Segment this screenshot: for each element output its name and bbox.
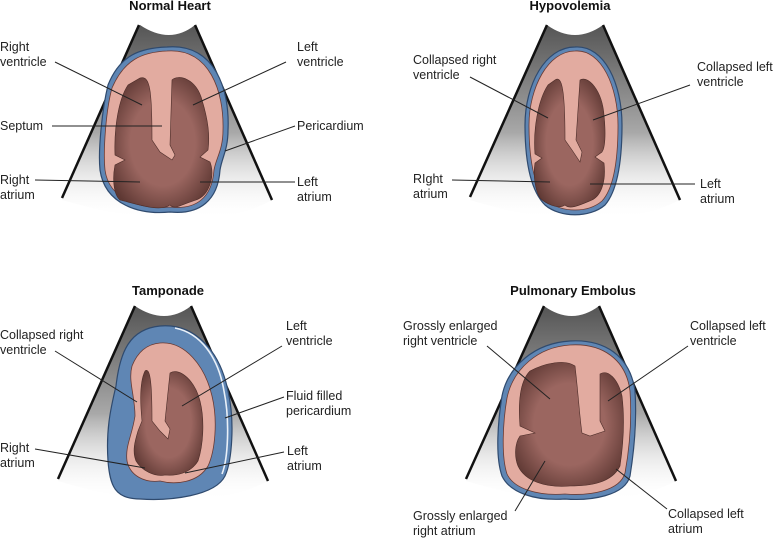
normal-heart-illustration <box>34 24 296 220</box>
beam-edge-right <box>597 305 678 482</box>
panel-title: Normal Heart <box>129 0 211 13</box>
pulmonary-embolus-illustration <box>464 305 689 512</box>
beam-edge-right <box>189 305 270 482</box>
leader-lines <box>451 76 695 185</box>
heart-chambers <box>113 77 213 209</box>
label-grossly-enlarged-right-ventricle: Grossly enlarged right ventricle <box>403 319 498 348</box>
label-right-atrium: Right atrium <box>0 173 35 202</box>
panel-normal-heart: Normal Heart Right ventricle Left ventri… <box>0 0 390 271</box>
beam-edge-left <box>468 24 549 198</box>
beam-edge-left <box>56 305 137 480</box>
leader-lines <box>34 345 285 474</box>
label-collapsed-left-ventricle: Collapsed left ventricle <box>697 60 773 89</box>
beam-edge-right <box>601 24 682 201</box>
label-right-atrium: RIght atrium <box>413 172 448 201</box>
label-grossly-enlarged-right-atrium: Grossly enlarged right atrium <box>413 509 508 538</box>
panel-tamponade: Tamponade Collapsed right ventricle Left… <box>0 271 390 542</box>
label-collapsed-right-ventricle: Collapsed right ventricle <box>413 53 497 82</box>
panel-hypovolemia: Hypovolemia Collapsed right ventricle Co… <box>390 0 780 271</box>
label-left-ventricle: Left ventricle <box>286 319 333 348</box>
label-left-ventricle: Left ventricle <box>297 40 344 69</box>
panel-title: Hypovolemia <box>529 0 611 13</box>
label-septum: Septum <box>0 119 44 133</box>
label-collapsed-left-ventricle: Collapsed left ventricle <box>690 319 766 348</box>
label-fluid-filled-pericardium: Fluid filled pericardium <box>286 389 352 418</box>
beam-edge-left <box>60 24 141 199</box>
heart-chambers <box>133 370 204 476</box>
tamponade-illustration <box>34 305 285 501</box>
heart-chambers <box>533 78 606 208</box>
leader-lines <box>34 61 296 183</box>
panel-title: Pulmonary Embolus <box>510 283 636 298</box>
label-right-ventricle: Right ventricle <box>0 40 47 69</box>
label-left-atrium: Left atrium <box>287 444 322 473</box>
label-collapsed-right-ventricle: Collapsed right ventricle <box>0 328 84 357</box>
fluid-highlight <box>174 327 229 475</box>
panel-pulmonary-embolus: Pulmonary Embolus Grossly enlarged right… <box>390 271 780 542</box>
heart-chambers <box>515 362 624 487</box>
label-collapsed-left-atrium: Collapsed left atrium <box>668 507 744 536</box>
hypovolemia-illustration <box>451 24 695 220</box>
leader-lines <box>486 345 689 512</box>
label-right-atrium: Right atrium <box>0 441 35 470</box>
label-pericardium: Pericardium <box>297 119 364 133</box>
beam-edge-right <box>193 24 274 201</box>
label-left-atrium: Left atrium <box>297 175 332 204</box>
label-left-atrium: Left atrium <box>700 177 735 206</box>
panel-title: Tamponade <box>132 283 204 298</box>
